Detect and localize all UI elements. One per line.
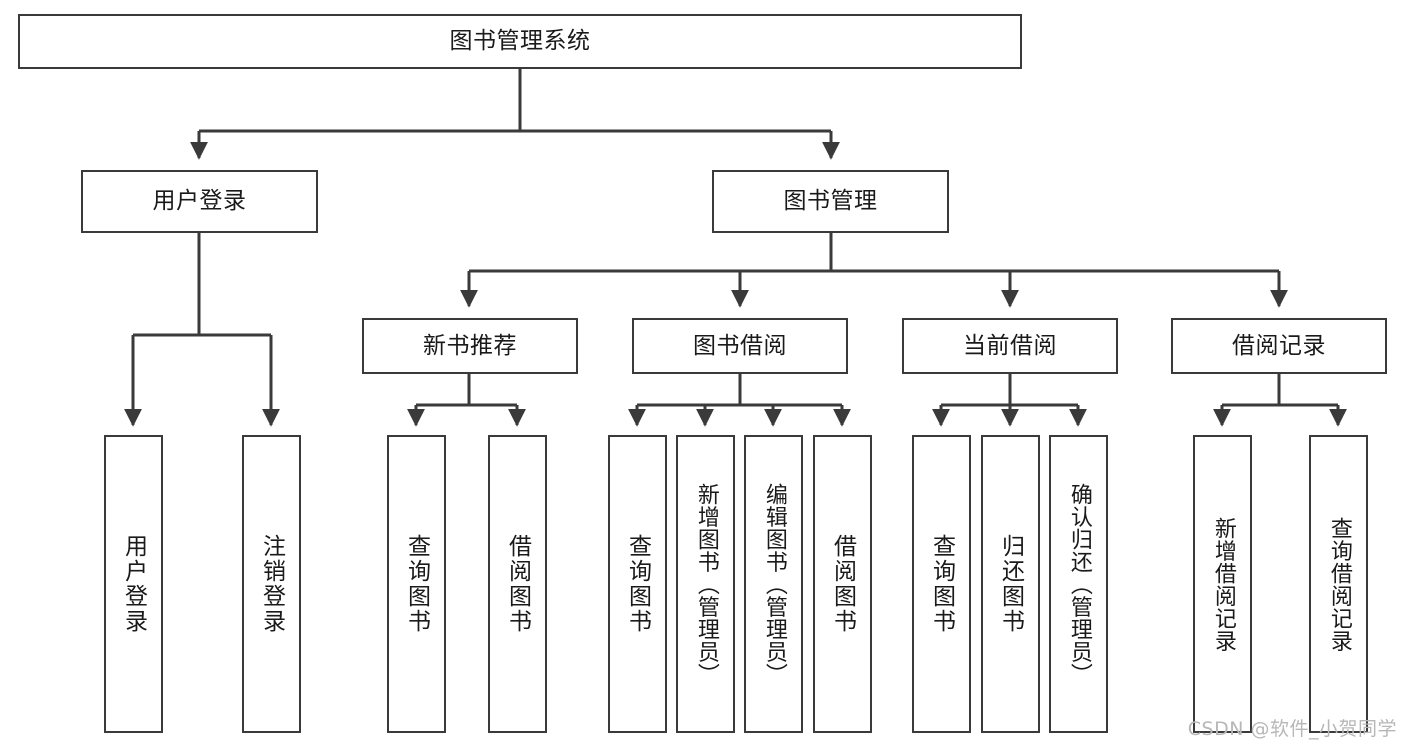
leaf-user-login-label: 用户登录 xyxy=(120,534,147,634)
node-borrow-record[interactable]: 借阅记录 xyxy=(1171,318,1387,374)
leaf-add-record[interactable]: 新增借阅记录 xyxy=(1193,435,1252,733)
leaf-query-book-1-label: 查询图书 xyxy=(403,534,430,634)
node-user-login-label: 用户登录 xyxy=(152,188,247,215)
leaf-borrow-book-2[interactable]: 借阅图书 xyxy=(813,435,872,733)
leaf-edit-book-label: 编辑图书（管理员） xyxy=(761,482,787,686)
node-user-login[interactable]: 用户登录 xyxy=(81,170,318,233)
leaf-add-book[interactable]: 新增图书（管理员） xyxy=(676,435,735,733)
leaf-add-book-label: 新增图书（管理员） xyxy=(693,482,719,686)
node-book-borrow-label: 图书借阅 xyxy=(693,332,787,359)
leaf-return-book[interactable]: 归还图书 xyxy=(981,435,1040,733)
leaf-query-book-3-label: 查询图书 xyxy=(928,534,955,634)
leaf-confirm-return-label: 确认归还（管理员） xyxy=(1066,482,1092,686)
leaf-return-book-label: 归还图书 xyxy=(997,534,1024,634)
node-new-book-recommend[interactable]: 新书推荐 xyxy=(362,318,578,374)
leaf-edit-book[interactable]: 编辑图书（管理员） xyxy=(744,435,803,733)
node-book-manage-label: 图书管理 xyxy=(783,188,878,215)
leaf-query-record[interactable]: 查询借阅记录 xyxy=(1309,435,1368,733)
leaf-borrow-book-1[interactable]: 借阅图书 xyxy=(488,435,547,733)
leaf-query-record-label: 查询借阅记录 xyxy=(1326,516,1352,652)
leaf-add-record-label: 新增借阅记录 xyxy=(1210,516,1236,652)
node-root[interactable]: 图书管理系统 xyxy=(18,14,1022,69)
leaf-user-login[interactable]: 用户登录 xyxy=(104,435,163,733)
node-current-borrow-label: 当前借阅 xyxy=(963,332,1057,359)
leaf-query-book-3[interactable]: 查询图书 xyxy=(912,435,971,733)
node-new-book-recommend-label: 新书推荐 xyxy=(423,332,517,359)
node-root-label: 图书管理系统 xyxy=(449,28,591,55)
node-current-borrow[interactable]: 当前借阅 xyxy=(902,318,1118,374)
leaf-logout-label: 注销登录 xyxy=(258,534,285,634)
leaf-logout[interactable]: 注销登录 xyxy=(242,435,301,733)
leaf-confirm-return[interactable]: 确认归还（管理员） xyxy=(1049,435,1108,733)
leaf-query-book-2[interactable]: 查询图书 xyxy=(608,435,667,733)
node-borrow-record-label: 借阅记录 xyxy=(1232,332,1326,359)
leaf-query-book-2-label: 查询图书 xyxy=(624,534,651,634)
leaf-query-book-1[interactable]: 查询图书 xyxy=(387,435,446,733)
leaf-borrow-book-1-label: 借阅图书 xyxy=(504,534,531,634)
watermark: CSDN @软件_小贺同学 xyxy=(1187,718,1397,740)
node-book-manage[interactable]: 图书管理 xyxy=(712,170,949,233)
node-book-borrow[interactable]: 图书借阅 xyxy=(632,318,848,374)
leaf-borrow-book-2-label: 借阅图书 xyxy=(829,534,856,634)
